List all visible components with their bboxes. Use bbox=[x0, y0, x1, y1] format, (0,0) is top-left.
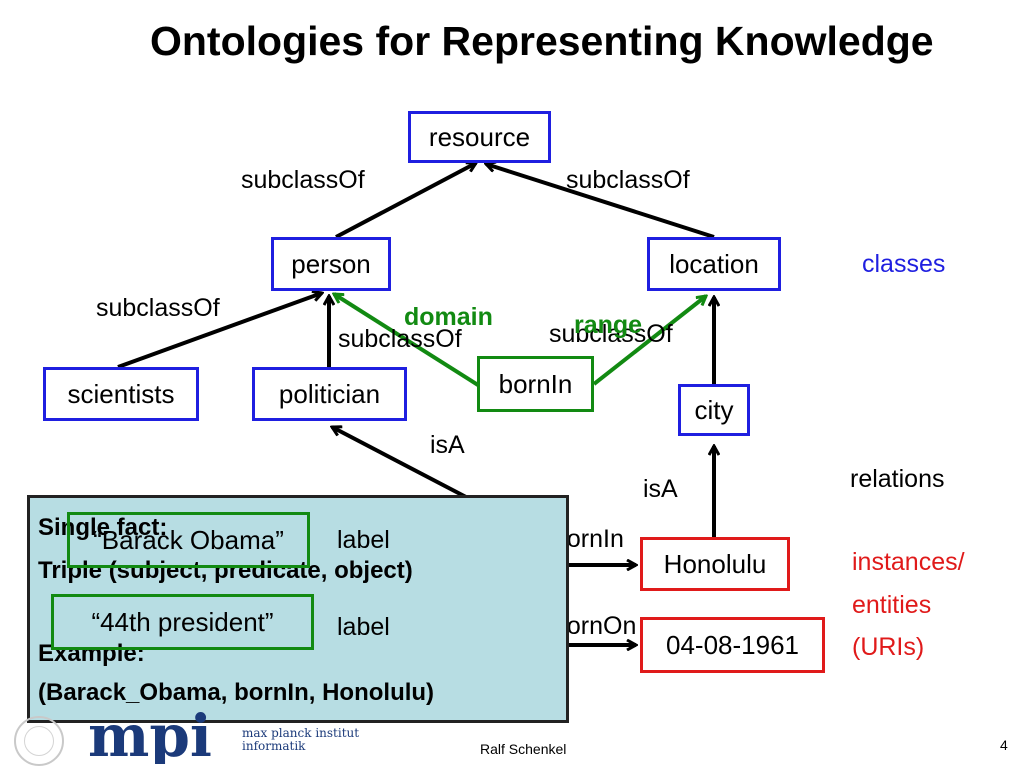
mpi-logo-letters: mpi bbox=[88, 712, 212, 764]
label-subclassof-scientists: subclassOf bbox=[96, 294, 220, 322]
node-date: 04-08-1961 bbox=[640, 617, 825, 673]
edge-person-resource bbox=[335, 161, 476, 239]
legend-entities: entities bbox=[852, 591, 932, 619]
node-44th-president-label: “44th president” bbox=[51, 594, 314, 650]
legend-instances: instances/ bbox=[852, 548, 965, 576]
fact-single-fact: Single fact: bbox=[38, 514, 168, 541]
legend-relations: relations bbox=[850, 465, 945, 493]
label-subclassof-location: subclassOf bbox=[566, 166, 690, 194]
fact-triple: Triple (subject, predicate, object) bbox=[38, 557, 413, 584]
fact-example: Example: bbox=[38, 640, 145, 667]
legend-uris: (URIs) bbox=[852, 633, 925, 661]
label-subclassof-politician: subclassOf bbox=[338, 325, 462, 353]
node-barack-obama-label: “Barack Obama” bbox=[67, 512, 310, 568]
legend-classes: classes bbox=[862, 250, 946, 278]
label-isa-city: isA bbox=[643, 475, 678, 503]
node-politician: politician bbox=[252, 367, 407, 421]
label-subclassof-city: subclassOf bbox=[549, 320, 673, 348]
edge-location-resource bbox=[486, 164, 715, 239]
university-seal-logo bbox=[14, 716, 64, 766]
edge-bornin-domain bbox=[334, 292, 480, 387]
slide-title: Ontologies for Representing Knowledge bbox=[150, 18, 934, 64]
node-person: person bbox=[271, 237, 391, 291]
node-honolulu: Honolulu bbox=[640, 537, 790, 591]
edge-isa-politician bbox=[332, 425, 467, 499]
label-label-president: label bbox=[337, 613, 390, 641]
fact-box bbox=[27, 495, 569, 723]
label-domain: domain bbox=[404, 303, 493, 331]
edge-scientists-person bbox=[117, 293, 322, 369]
label-subclassof-person: subclassOf bbox=[241, 166, 365, 194]
node-scientists: scientists bbox=[43, 367, 199, 421]
edge-bornin-range bbox=[592, 296, 706, 386]
node-city: city bbox=[678, 384, 750, 436]
node-resource: resource bbox=[408, 111, 551, 163]
mpi-logo-line1: max planck institut bbox=[242, 726, 360, 740]
node-bornin-relation: bornIn bbox=[477, 356, 594, 412]
label-range: range bbox=[574, 311, 643, 339]
label-label-barack: label bbox=[337, 526, 390, 554]
footer-page-number: 4 bbox=[1000, 737, 1008, 753]
label-isa-politician: isA bbox=[430, 431, 465, 459]
fact-example-triple: (Barack_Obama, bornIn, Honolulu) bbox=[38, 679, 435, 706]
node-location: location bbox=[647, 237, 781, 291]
footer-author: Ralf Schenkel bbox=[480, 741, 567, 757]
mpi-logo-line2: informatik bbox=[242, 739, 306, 753]
